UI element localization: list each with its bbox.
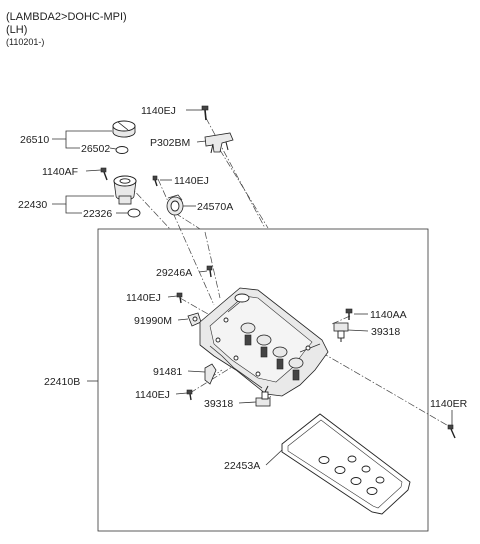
header-side: (LH) xyxy=(6,24,27,36)
connector-bracket-icon xyxy=(204,132,234,154)
bolt-1140er-icon xyxy=(447,424,456,439)
label-22326: 22326 xyxy=(83,208,112,220)
bolt-1140ej-mid-icon xyxy=(152,175,158,187)
label-1140ej-top: 1140EJ xyxy=(141,105,176,117)
bolt-1140af-icon xyxy=(100,167,108,181)
bolt-1140ej-left-icon xyxy=(176,292,183,304)
o-ring-26502-icon xyxy=(115,146,129,154)
sensor-24570a-icon xyxy=(166,194,184,216)
label-p302bm: P302BM xyxy=(150,137,190,149)
label-26510: 26510 xyxy=(20,134,49,146)
label-22430: 22430 xyxy=(18,199,47,211)
label-22453a: 22453A xyxy=(224,460,260,472)
bracket-91481-icon xyxy=(204,363,217,385)
label-39318-low: 39318 xyxy=(204,398,233,410)
label-22410b: 22410B xyxy=(44,376,80,388)
label-1140af: 1140AF xyxy=(42,166,78,178)
oil-filler-cap-icon xyxy=(112,120,136,138)
label-1140er: 1140ER xyxy=(430,398,468,410)
label-1140ej-low: 1140EJ xyxy=(135,389,170,401)
cylinder-head-cover-icon xyxy=(199,287,329,397)
bolt-1140ej-top-icon xyxy=(201,105,209,121)
label-1140ej-mid: 1140EJ xyxy=(174,175,209,187)
label-1140ej-left: 1140EJ xyxy=(126,292,161,304)
bolt-1140ej-low-icon xyxy=(186,389,193,401)
leader-lines xyxy=(52,109,453,466)
assembly-frame xyxy=(97,228,429,532)
label-91481: 91481 xyxy=(153,366,182,378)
bolt-1140aa-icon xyxy=(345,308,353,320)
bolt-29246a-icon xyxy=(206,265,213,278)
cover-gasket-icon xyxy=(281,413,411,515)
header-date: (110201-) xyxy=(6,37,44,47)
label-26502: 26502 xyxy=(81,143,110,155)
cam-sensor-right-icon xyxy=(333,322,349,342)
label-1140aa: 1140AA xyxy=(370,309,407,321)
label-29246a: 29246A xyxy=(156,267,192,279)
label-91990m: 91990M xyxy=(134,315,172,327)
label-24570a: 24570A xyxy=(197,201,233,213)
gasket-ring-22326-icon xyxy=(127,208,141,218)
breather-assembly-icon xyxy=(113,175,137,205)
label-39318-right: 39318 xyxy=(371,326,400,338)
clip-91990m-icon xyxy=(187,312,202,327)
header-model: (LAMBDA2>DOHC-MPI) xyxy=(6,11,127,23)
